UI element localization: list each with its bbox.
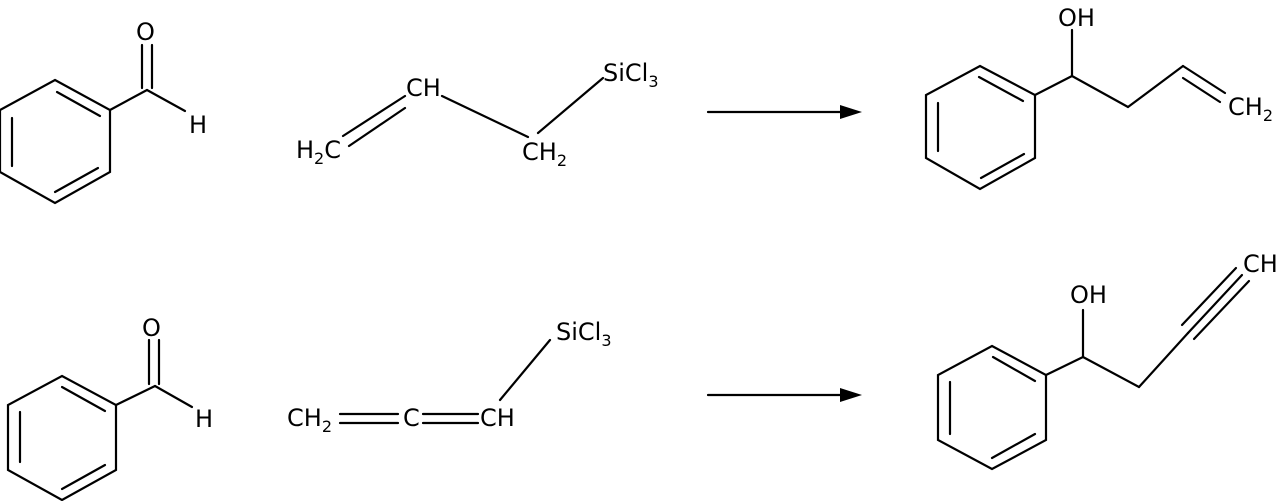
- sicl3-label: SiCl3: [603, 59, 659, 91]
- aryl-carbinol-bond: [1044, 355, 1085, 377]
- benzene-ring: [924, 64, 1037, 191]
- single-bond: [1137, 331, 1190, 389]
- ch2-label: CH2: [287, 404, 332, 436]
- alkyne-triple-bond: [1186, 273, 1244, 335]
- aryl-carbonyl-bond: [114, 384, 157, 407]
- hydrogen-label: H: [195, 405, 213, 433]
- ch2-label: CH2: [1228, 93, 1273, 125]
- benzene-ring: [6, 374, 118, 501]
- arrow-head-icon: [840, 105, 862, 119]
- alkene-double-bond: [1181, 76, 1222, 104]
- single-bond: [1081, 355, 1141, 389]
- alkyne-triple-bond: [1192, 279, 1251, 341]
- sicl3-label: SiCl3: [556, 318, 612, 350]
- product-homopropargylic-alcohol: OH CH: [936, 250, 1278, 471]
- c-si-bond: [536, 76, 605, 135]
- c-label: C: [403, 404, 420, 432]
- ring-double-bond: [979, 152, 1026, 180]
- benzaldehyde-2: O H: [6, 314, 213, 501]
- single-bond: [1070, 74, 1130, 109]
- ch-label: CH: [480, 404, 515, 432]
- benzene-ring: [0, 78, 112, 205]
- aryl-carbonyl-bond: [108, 88, 149, 112]
- oxygen-label: O: [136, 18, 155, 46]
- oh-label: OH: [1058, 4, 1095, 32]
- ring-double-bond: [53, 166, 100, 194]
- aryl-carbinol-bond: [1033, 74, 1074, 97]
- benzene-ring: [936, 344, 1048, 471]
- ch-label: CH: [406, 74, 441, 102]
- c-si-bond: [498, 338, 552, 402]
- alkene-double-bond: [341, 94, 407, 138]
- single-bond: [440, 94, 530, 139]
- ring-double-bond: [977, 75, 1025, 103]
- reaction-2: O H CH2 C CH SiCl3 OH: [6, 250, 1278, 501]
- oh-label: OH: [1070, 281, 1107, 309]
- ch2-label: CH2: [522, 138, 567, 170]
- reaction-arrow-1: [706, 105, 862, 119]
- aldehyde-h-bond: [153, 384, 194, 409]
- oxygen-label: O: [142, 314, 161, 342]
- single-bond: [1126, 64, 1185, 109]
- alkene-double-bond: [1181, 64, 1227, 95]
- reaction-arrow-2: [706, 388, 862, 402]
- hydrogen-label: H: [189, 111, 207, 139]
- allyltrichlorosilane: H2C CH CH2 SiCl3: [296, 59, 659, 170]
- ring-double-bond: [60, 385, 107, 413]
- alkene-double-bond: [347, 106, 407, 148]
- benzaldehyde-1: O H: [0, 18, 207, 205]
- allenyltrichlorosilane: CH2 C CH SiCl3: [287, 318, 612, 436]
- h2c-label: H2C: [296, 136, 341, 168]
- ring-double-bond: [990, 432, 1037, 460]
- reaction-1: O H H2C CH CH2 SiCl3 OH: [0, 4, 1273, 205]
- ring-double-bond: [991, 355, 1037, 383]
- ch-label: CH: [1243, 250, 1278, 278]
- ring-double-bond: [60, 463, 107, 491]
- alkyne-triple-bond: [1180, 266, 1238, 327]
- aldehyde-h-bond: [145, 88, 187, 113]
- product-homoallylic-alcohol: OH CH2: [924, 4, 1273, 191]
- arrow-head-icon: [840, 388, 862, 402]
- ring-double-bond: [55, 90, 102, 118]
